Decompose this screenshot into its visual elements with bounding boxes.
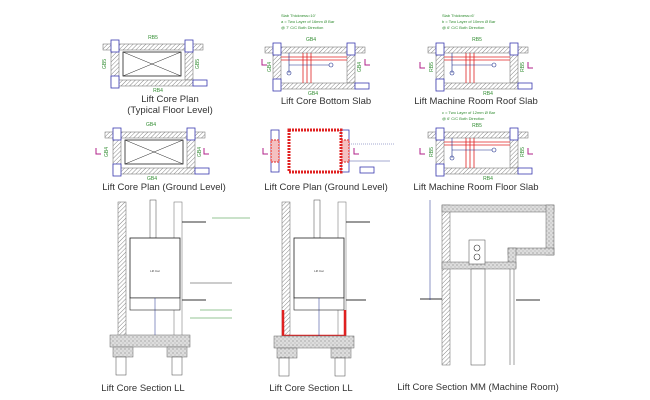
beam-label: RB4	[483, 91, 493, 97]
side-beam-label-right: GB4	[197, 147, 203, 157]
side-beam-label-right: GB4	[357, 62, 363, 72]
slab-note: Slab Thickness=6'	[442, 13, 475, 18]
beam-label: GB4	[308, 91, 318, 97]
side-beam-label-right: GB5	[195, 59, 201, 69]
bottom-slab-plan: Slab Thickness=10' a = Two Layer of 16mm…	[261, 13, 371, 107]
side-beam-label-right: RB5	[520, 147, 526, 157]
beam-label: RB5	[472, 37, 482, 43]
slab-note: @ 7' C/C Both Direction	[281, 25, 323, 30]
slab-note: b = Two Layer of 10mm Ø Bar	[442, 19, 496, 24]
drawing-subtitle: (Typical Floor Level)	[127, 105, 213, 116]
drawing-title: Lift Core Section MM (Machine Room)	[397, 382, 559, 393]
slab-note: Slab Thickness=10'	[281, 13, 316, 18]
drawing-title: Lift Core Plan (Ground Level)	[102, 182, 226, 193]
side-beam-label-left: GB5	[102, 59, 108, 69]
side-beam-label-left: GB4	[267, 62, 273, 72]
beam-label: RB5	[472, 123, 482, 129]
section-mm-machine-room	[420, 200, 555, 366]
beam-label: GB4	[147, 176, 157, 182]
drawing-title: Lift Core Plan	[141, 94, 199, 105]
slab-note: @ 6' C/C Both Direction	[442, 25, 484, 30]
beam-label: GB4	[146, 122, 156, 128]
ground-level-plan: GB4 GB4 GB4 GB4 Lift Core Plan (Ground L…	[95, 122, 226, 193]
lift-car-label: Lift Car	[150, 269, 160, 273]
beam-label: GB4	[306, 37, 316, 43]
ground-level-rebar-plan: Lift Core Plan (Ground Level)	[262, 128, 395, 193]
beam-label: RB4	[483, 176, 493, 182]
slab-note: @ 6' C/C Both Direction	[442, 116, 484, 121]
lift-car-label: Lift Car	[314, 269, 324, 273]
side-beam-label-right: RB5	[520, 62, 526, 72]
slab-note: c = Two Layer of 12mm Ø Bar	[442, 110, 496, 115]
beam-label: RB4	[153, 88, 163, 94]
drawing-title: Lift Machine Room Floor Slab	[413, 182, 538, 193]
machine-room-roof-slab-plan: Slab Thickness=6' b = Two Layer of 10mm …	[414, 13, 538, 107]
side-beam-label-left: GB4	[104, 147, 110, 157]
drawing-title: Lift Core Plan (Ground Level)	[264, 182, 388, 193]
slab-note: a = Two Layer of 16mm Ø Bar	[281, 19, 335, 24]
drawing-title: Lift Core Bottom Slab	[281, 96, 371, 107]
beam-label: RB5	[148, 35, 158, 41]
section-ll-1: Lift Car	[109, 199, 250, 376]
drawing-title: Lift Core Section LL	[101, 383, 184, 394]
side-beam-label-left: RB5	[429, 62, 435, 72]
machine-room-floor-slab-plan: c = Two Layer of 12mm Ø Bar @ 6' C/C Bot…	[413, 110, 538, 193]
section-ll-2: Lift Car	[273, 199, 370, 377]
side-beam-label-left: RB5	[429, 147, 435, 157]
drawing-title: Lift Machine Room Roof Slab	[414, 96, 538, 107]
drawing-title: Lift Core Section LL	[269, 383, 352, 394]
typical-floor-plan: RB5 GB5 GB5 RB4 Lift Core Plan (Typical …	[102, 35, 213, 116]
